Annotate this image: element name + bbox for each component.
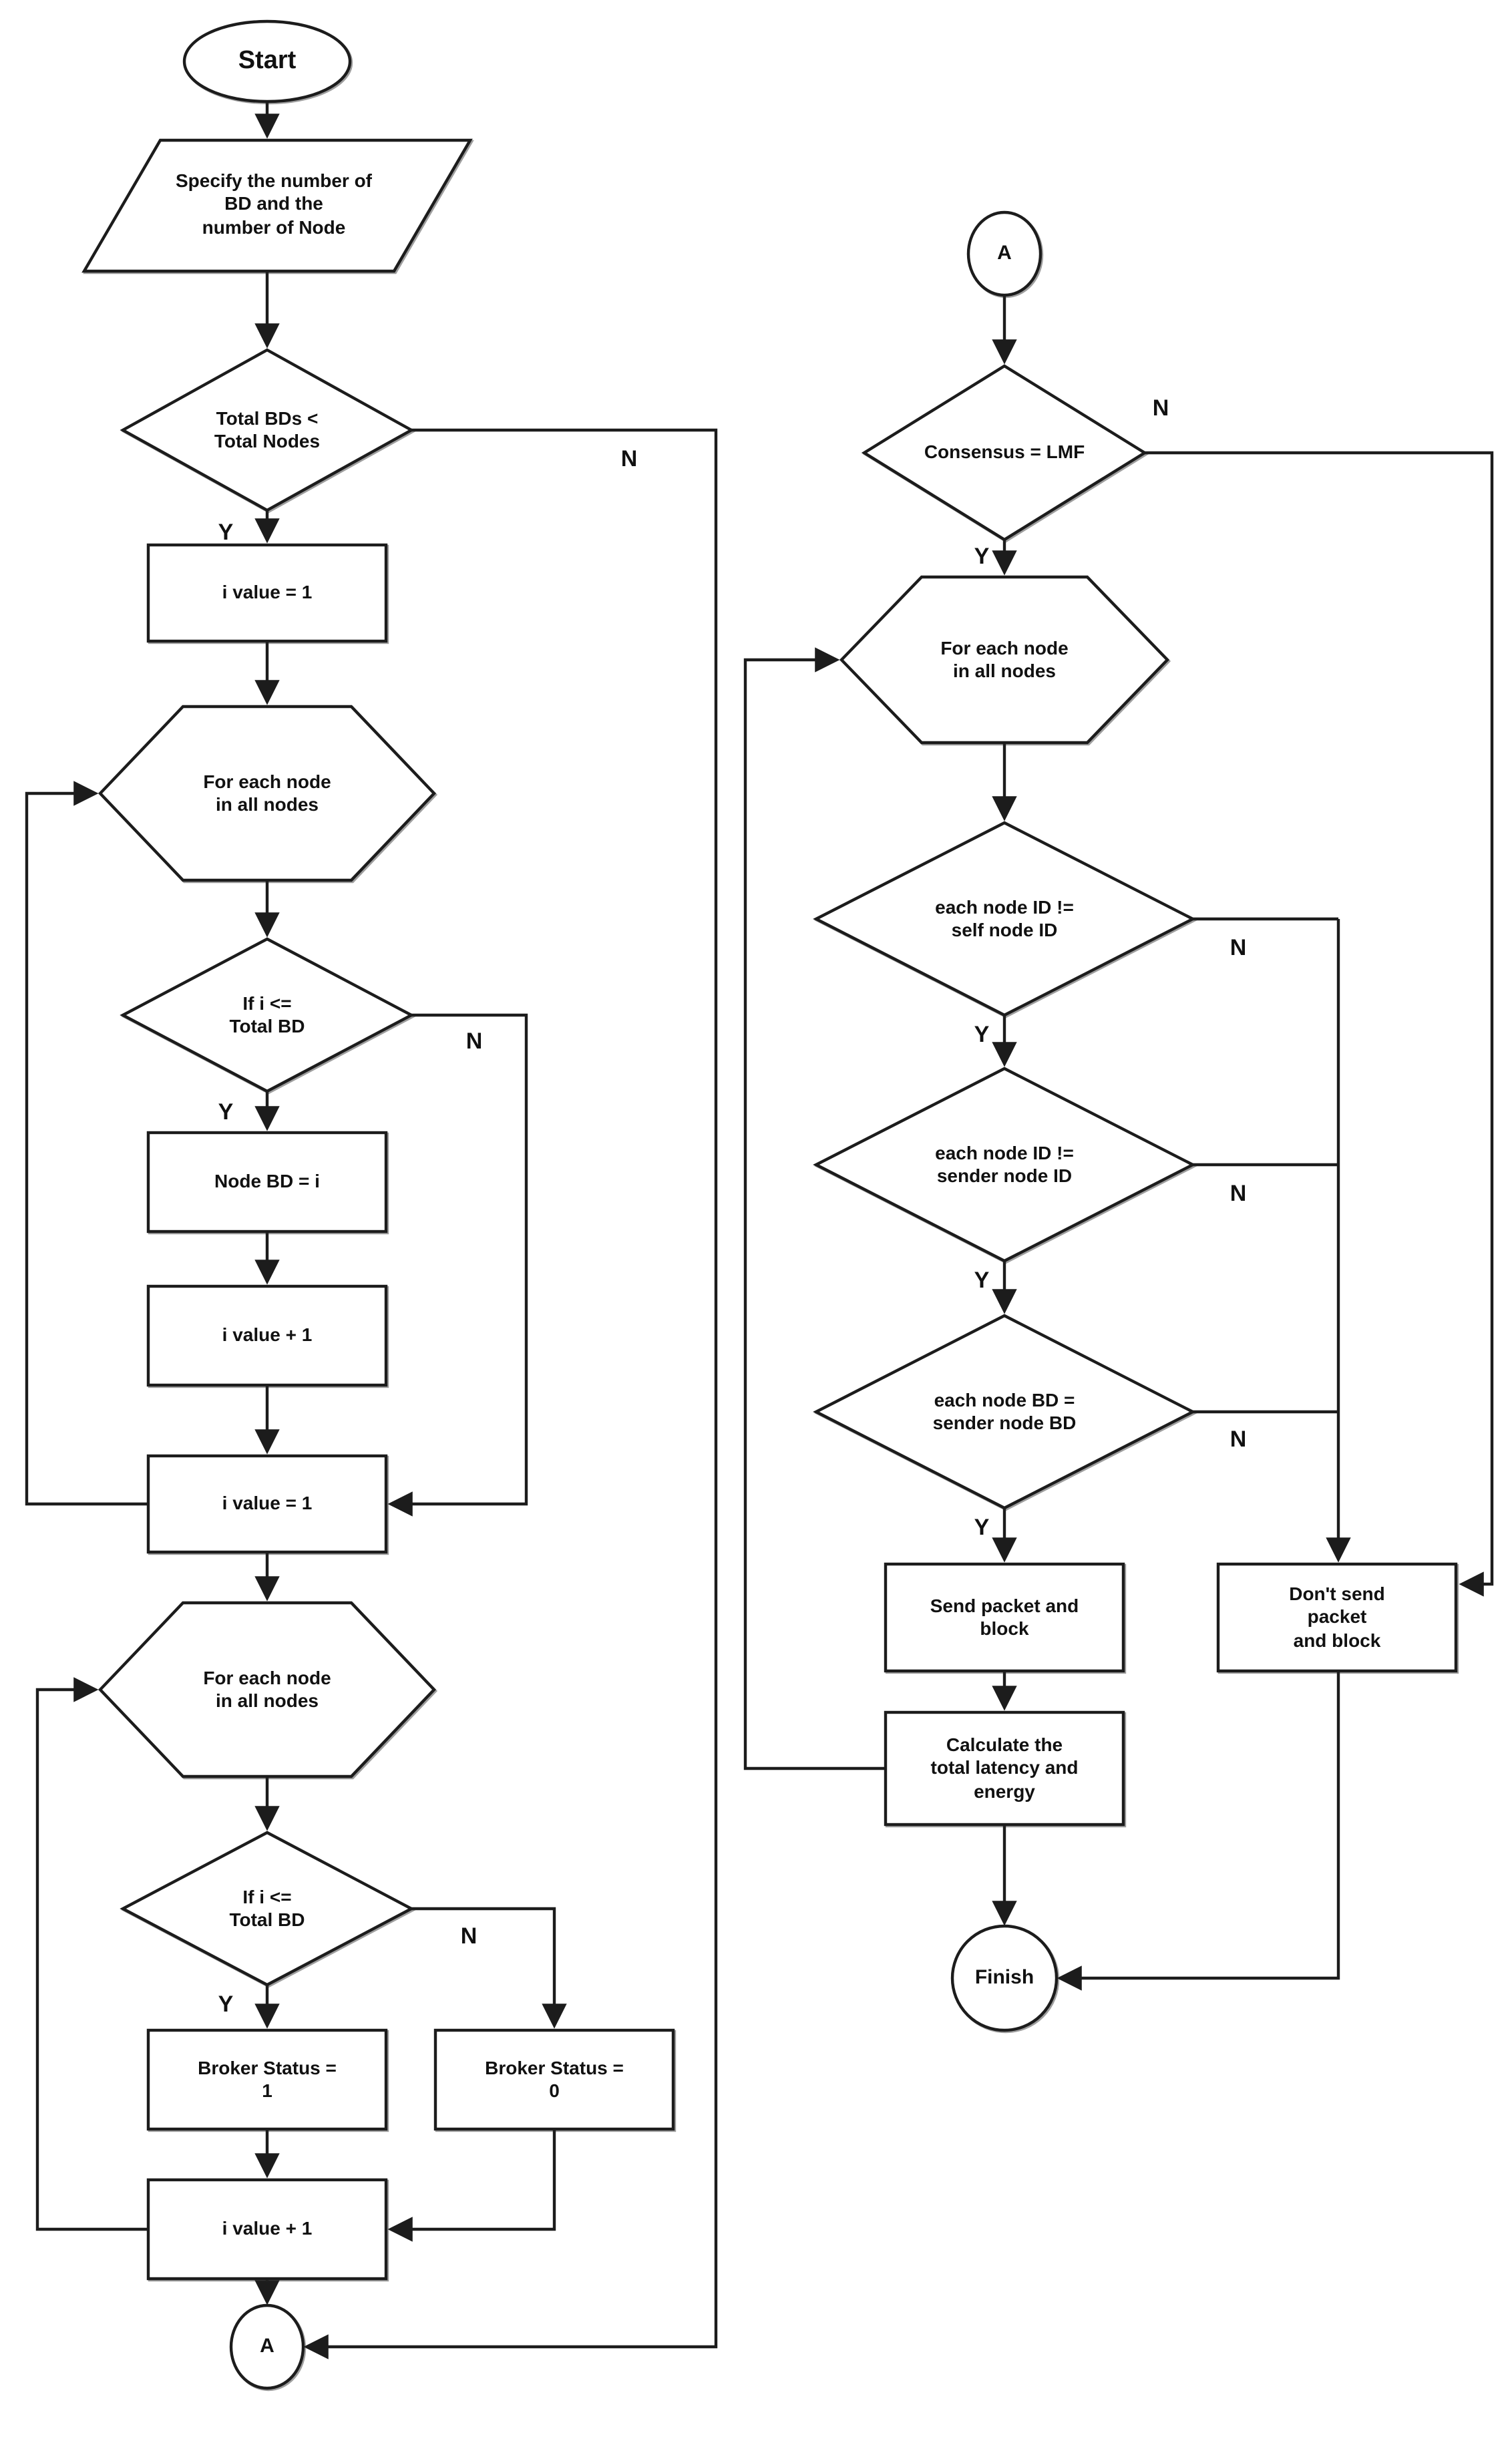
edge-consensus-no-to-dont-send: [1145, 451, 1494, 1597]
branch-label-n: N: [460, 1923, 478, 1949]
label-node-bd: Node BD = i: [214, 1170, 320, 1192]
process-calculate-shape: [884, 1710, 1125, 1827]
connector-a-top-shape: [966, 210, 1043, 297]
decision-id-self-shape: [813, 821, 1196, 1017]
label-i-plus-1a: i value + 1: [222, 1324, 313, 1346]
loop-foreach-right-shape: [839, 575, 1170, 745]
decision-bd-sender-shape: [813, 1314, 1196, 1510]
branch-label-n: N: [1152, 395, 1169, 421]
label-broker0: Broker Status =0: [485, 2056, 624, 2101]
edge-if2-no-to-broker0: [411, 1907, 567, 2029]
branch-label-n: N: [1230, 1426, 1247, 1452]
label-id-self: each node ID !=self node ID: [935, 896, 1074, 940]
loop-foreach2-shape: [98, 1601, 437, 1778]
label-start: Start: [238, 47, 297, 75]
process-send-packet-shape: [884, 1562, 1125, 1673]
label-bd-sender: each node BD =sender node BD: [932, 1388, 1077, 1433]
label-id-sender: each node ID !=sender node ID: [935, 1141, 1074, 1186]
branch-label-n: N: [1230, 1180, 1247, 1206]
label-broker1: Broker Status =1: [198, 2056, 337, 2101]
label-total-bds: Total BDs <Total Nodes: [214, 407, 321, 451]
process-i-plus-1b-shape: [146, 2178, 388, 2281]
label-i-plus-1b: i value + 1: [222, 2217, 313, 2239]
decision-consensus-shape: [861, 364, 1148, 542]
terminator-start-shape: [182, 19, 352, 104]
label-if1: If i <=Total BD: [229, 992, 305, 1036]
process-i-value-1a-shape: [146, 543, 388, 643]
label-i-value-1b: i value = 1: [222, 1492, 313, 1514]
edge-total-bds-no-to-connector-a: [303, 428, 718, 2359]
decision-total-bds-shape: [120, 348, 415, 512]
branch-label-n: N: [1230, 934, 1247, 960]
branch-label-y: Y: [974, 1267, 990, 1293]
edge-loop-i-value-1b-to-foreach1: [25, 781, 148, 1506]
decision-if1-shape: [120, 937, 415, 1093]
process-broker0-shape: [433, 2028, 675, 2131]
branch-label-y: Y: [974, 1514, 990, 1540]
label-connector-a-bottom: A: [260, 2334, 274, 2357]
branch-label-y: Y: [974, 543, 990, 569]
decision-if2-shape: [120, 1831, 415, 1987]
label-if2: If i <=Total BD: [229, 1885, 305, 1930]
terminator-finish-shape: [950, 1924, 1059, 2032]
branch-label-y: Y: [218, 1991, 234, 2017]
process-node-bd-shape: [146, 1131, 388, 1234]
io-specify-shape: [81, 138, 473, 273]
connector-a-bottom-shape: [229, 2303, 305, 2390]
process-dont-send-shape: [1216, 1562, 1458, 1673]
loop-foreach1-shape: [98, 705, 437, 882]
label-consensus: Consensus = LMF: [924, 441, 1085, 463]
decision-id-sender-shape: [813, 1067, 1196, 1263]
branch-label-n: N: [620, 445, 638, 471]
edge-loop-calculate-to-foreach-right: [743, 647, 886, 1770]
process-broker1-shape: [146, 2028, 388, 2131]
edge-dont-send-to-finish: [1057, 1671, 1340, 1991]
label-i-value-1a: i value = 1: [222, 581, 313, 603]
branch-label-n: N: [465, 1028, 483, 1054]
branch-label-y: Y: [218, 519, 234, 545]
edge-if1-no-to-i-value-1b: [387, 1013, 528, 1517]
label-connector-a-top: A: [997, 241, 1012, 264]
process-i-plus-1a-shape: [146, 1284, 388, 1387]
edge-loop-i-plus-1b-to-foreach2: [35, 1677, 148, 2231]
branch-label-y: Y: [974, 1021, 990, 1047]
label-finish: Finish: [974, 1965, 1034, 1989]
branch-label-y: Y: [218, 1099, 234, 1125]
process-i-value-1b-shape: [146, 1454, 388, 1554]
edge-broker0-to-i-plus-1b: [387, 2129, 556, 2242]
